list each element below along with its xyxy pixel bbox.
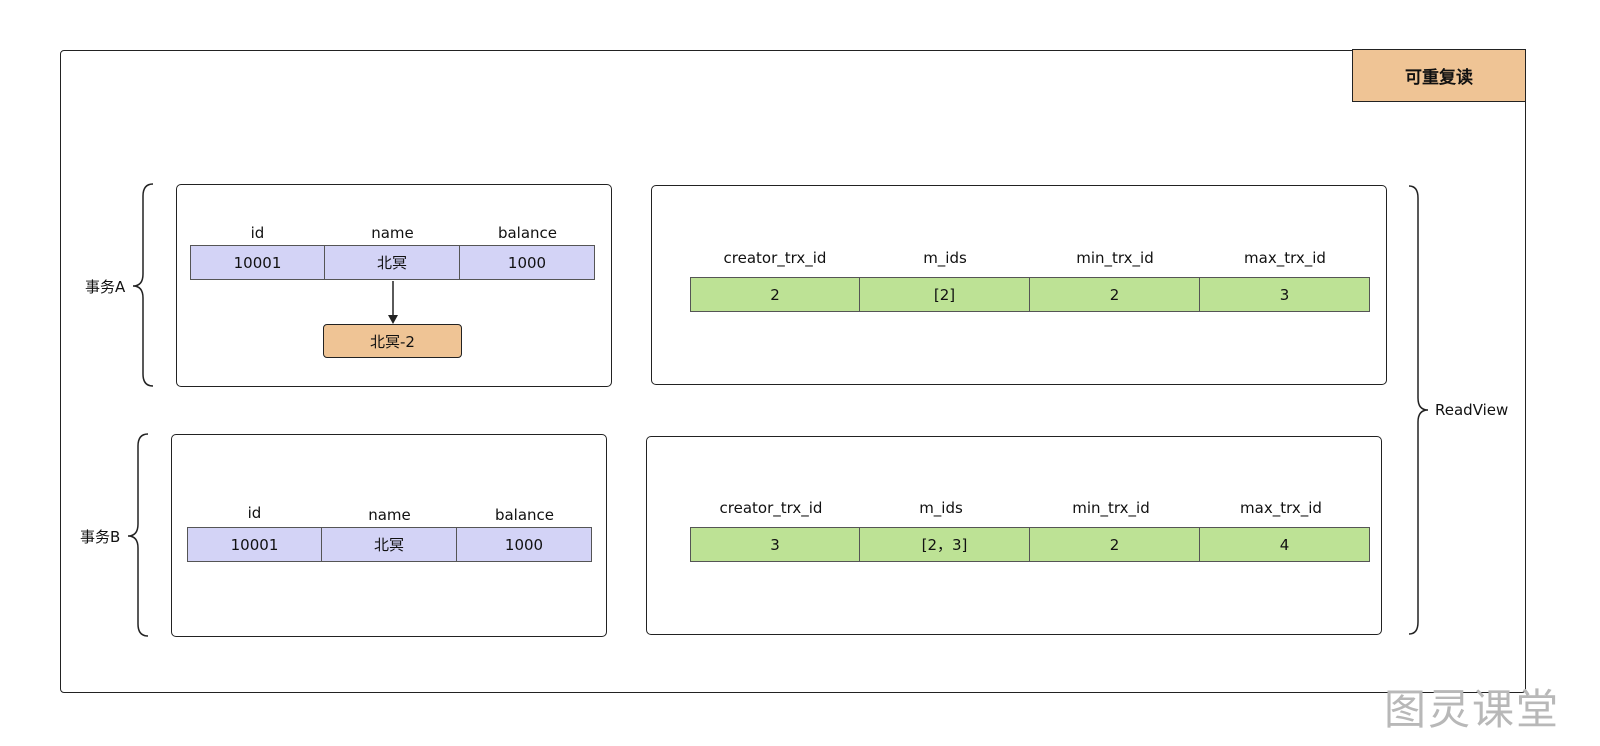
record-header-name: name [368,506,411,524]
transaction-b-record-panel [171,434,607,637]
readview-cell-min-trx-id: 2 [1030,527,1200,562]
record-header-balance: balance [497,224,558,242]
readview-cell-m-ids: [2，3] [860,527,1030,562]
record-cell-name: 北冥 [322,527,457,562]
readview-header-max-trx-id: max_trx_id [1244,249,1326,267]
transaction-b-label: 事务B [80,528,121,546]
transaction-a-readview-row: 2 [2] 2 3 [690,277,1370,312]
record-cell-balance: 1000 [457,527,592,562]
readview-header-min-trx-id: min_trx_id [1072,499,1150,517]
brace-readview [1408,185,1429,635]
readview-header-m-ids: m_ids [919,499,963,517]
record-header-balance: balance [494,506,555,524]
transaction-b-record-row: 10001 北冥 1000 [187,527,592,562]
undo-arrow-head [388,315,398,324]
readview-header-creator-trx-id: creator_trx_id [723,249,827,267]
brace-transaction-a [132,183,154,387]
undo-log-entry: 北冥-2 [323,324,462,358]
readview-cell-max-trx-id: 3 [1200,277,1370,312]
record-header-id: id [247,504,262,522]
watermark-text: 图灵课堂 [1384,685,1561,734]
readview-header-min-trx-id: min_trx_id [1076,249,1154,267]
readview-header-creator-trx-id: creator_trx_id [719,499,823,517]
readview-label: ReadView [1435,401,1509,419]
record-header-id: id [250,224,265,242]
isolation-level-badge: 可重复读 [1352,49,1526,102]
readview-cell-m-ids: [2] [860,277,1030,312]
transaction-b-readview-panel [646,436,1382,635]
record-cell-balance: 1000 [460,245,595,280]
readview-cell-creator-trx-id: 3 [690,527,860,562]
record-cell-name: 北冥 [325,245,460,280]
readview-cell-max-trx-id: 4 [1200,527,1370,562]
record-cell-id: 10001 [187,527,322,562]
record-cell-id: 10001 [190,245,325,280]
transaction-a-record-panel [176,184,612,387]
record-header-name: name [371,224,414,242]
transaction-a-record-row: 10001 北冥 1000 [190,245,595,280]
transaction-a-readview-panel [651,185,1387,385]
brace-transaction-b [127,433,149,637]
transaction-b-readview-row: 3 [2，3] 2 4 [690,527,1370,562]
readview-cell-min-trx-id: 2 [1030,277,1200,312]
readview-header-m-ids: m_ids [923,249,967,267]
transaction-a-label: 事务A [85,278,126,296]
readview-cell-creator-trx-id: 2 [690,277,860,312]
diagram-frame [60,50,1526,693]
readview-header-max-trx-id: max_trx_id [1240,499,1322,517]
